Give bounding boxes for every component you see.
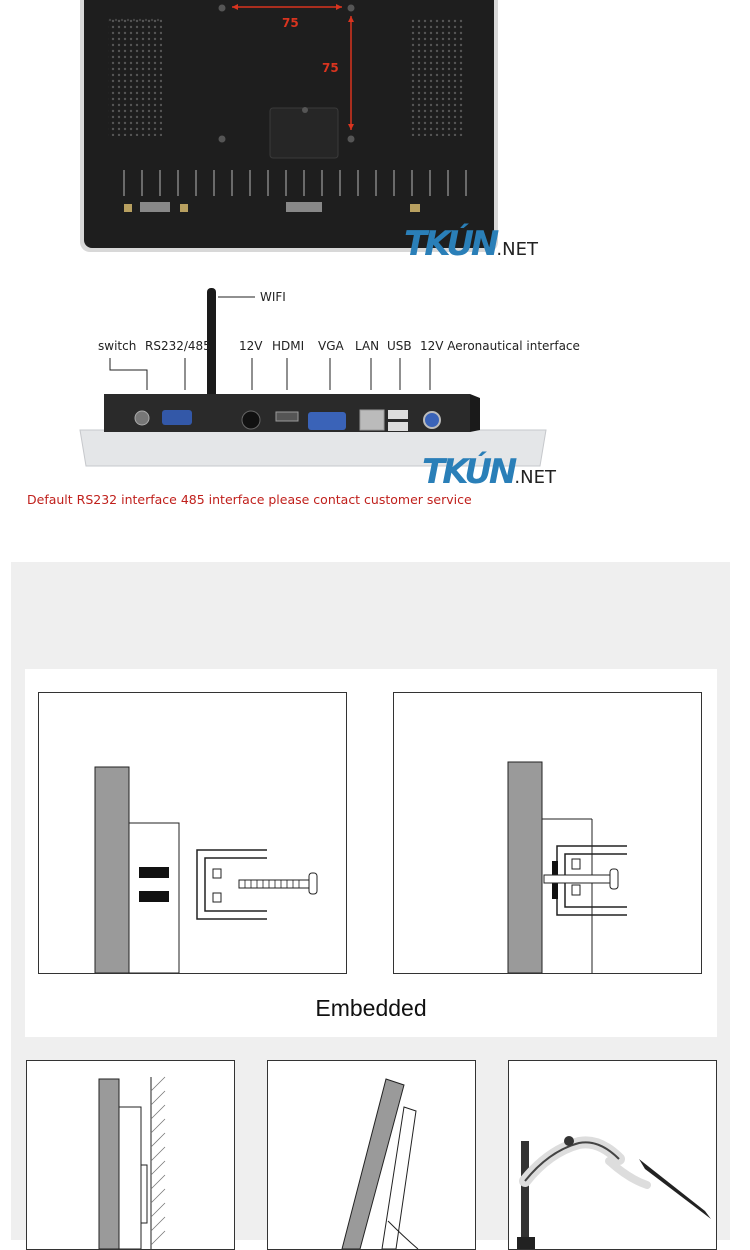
rs232-note: Default RS232 interface 485 interface pl… (27, 492, 472, 507)
desk-stand-diagram (267, 1060, 476, 1250)
brand-logo-main: TKÚN (404, 224, 499, 264)
dimension-horizontal-label: 75 (282, 16, 299, 30)
12v-label: 12V (239, 339, 263, 353)
brand-logo-suffix: .NET (514, 467, 556, 488)
arm-mount-photo (508, 1060, 717, 1250)
vga-label: VGA (318, 339, 344, 353)
aero-label: 12V Aeronautical interface (420, 339, 580, 353)
hdmi-label: HDMI (272, 339, 305, 353)
rs232-label: RS232/485 (145, 339, 211, 353)
brand-logo-top: TKÚN.NET (404, 224, 538, 264)
usb-label: USB (387, 339, 412, 353)
lan-label: LAN (355, 339, 380, 353)
brand-logo-main: TKÚN (422, 452, 517, 492)
embedded-diagram-after (393, 692, 702, 974)
embedded-card: Embedded (25, 669, 717, 1037)
brand-logo-suffix: .NET (496, 239, 538, 260)
wall-mount-diagram (26, 1060, 235, 1250)
ports-image (60, 280, 580, 500)
back-panel-image (80, 0, 500, 256)
brand-logo-ports: TKÚN.NET (422, 452, 556, 492)
embedded-title: Embedded (315, 995, 427, 1021)
switch-label: switch (98, 339, 137, 353)
embedded-diagram-before (38, 692, 347, 974)
wifi-label: WIFI (260, 290, 286, 304)
dimension-vertical-label: 75 (322, 61, 339, 75)
